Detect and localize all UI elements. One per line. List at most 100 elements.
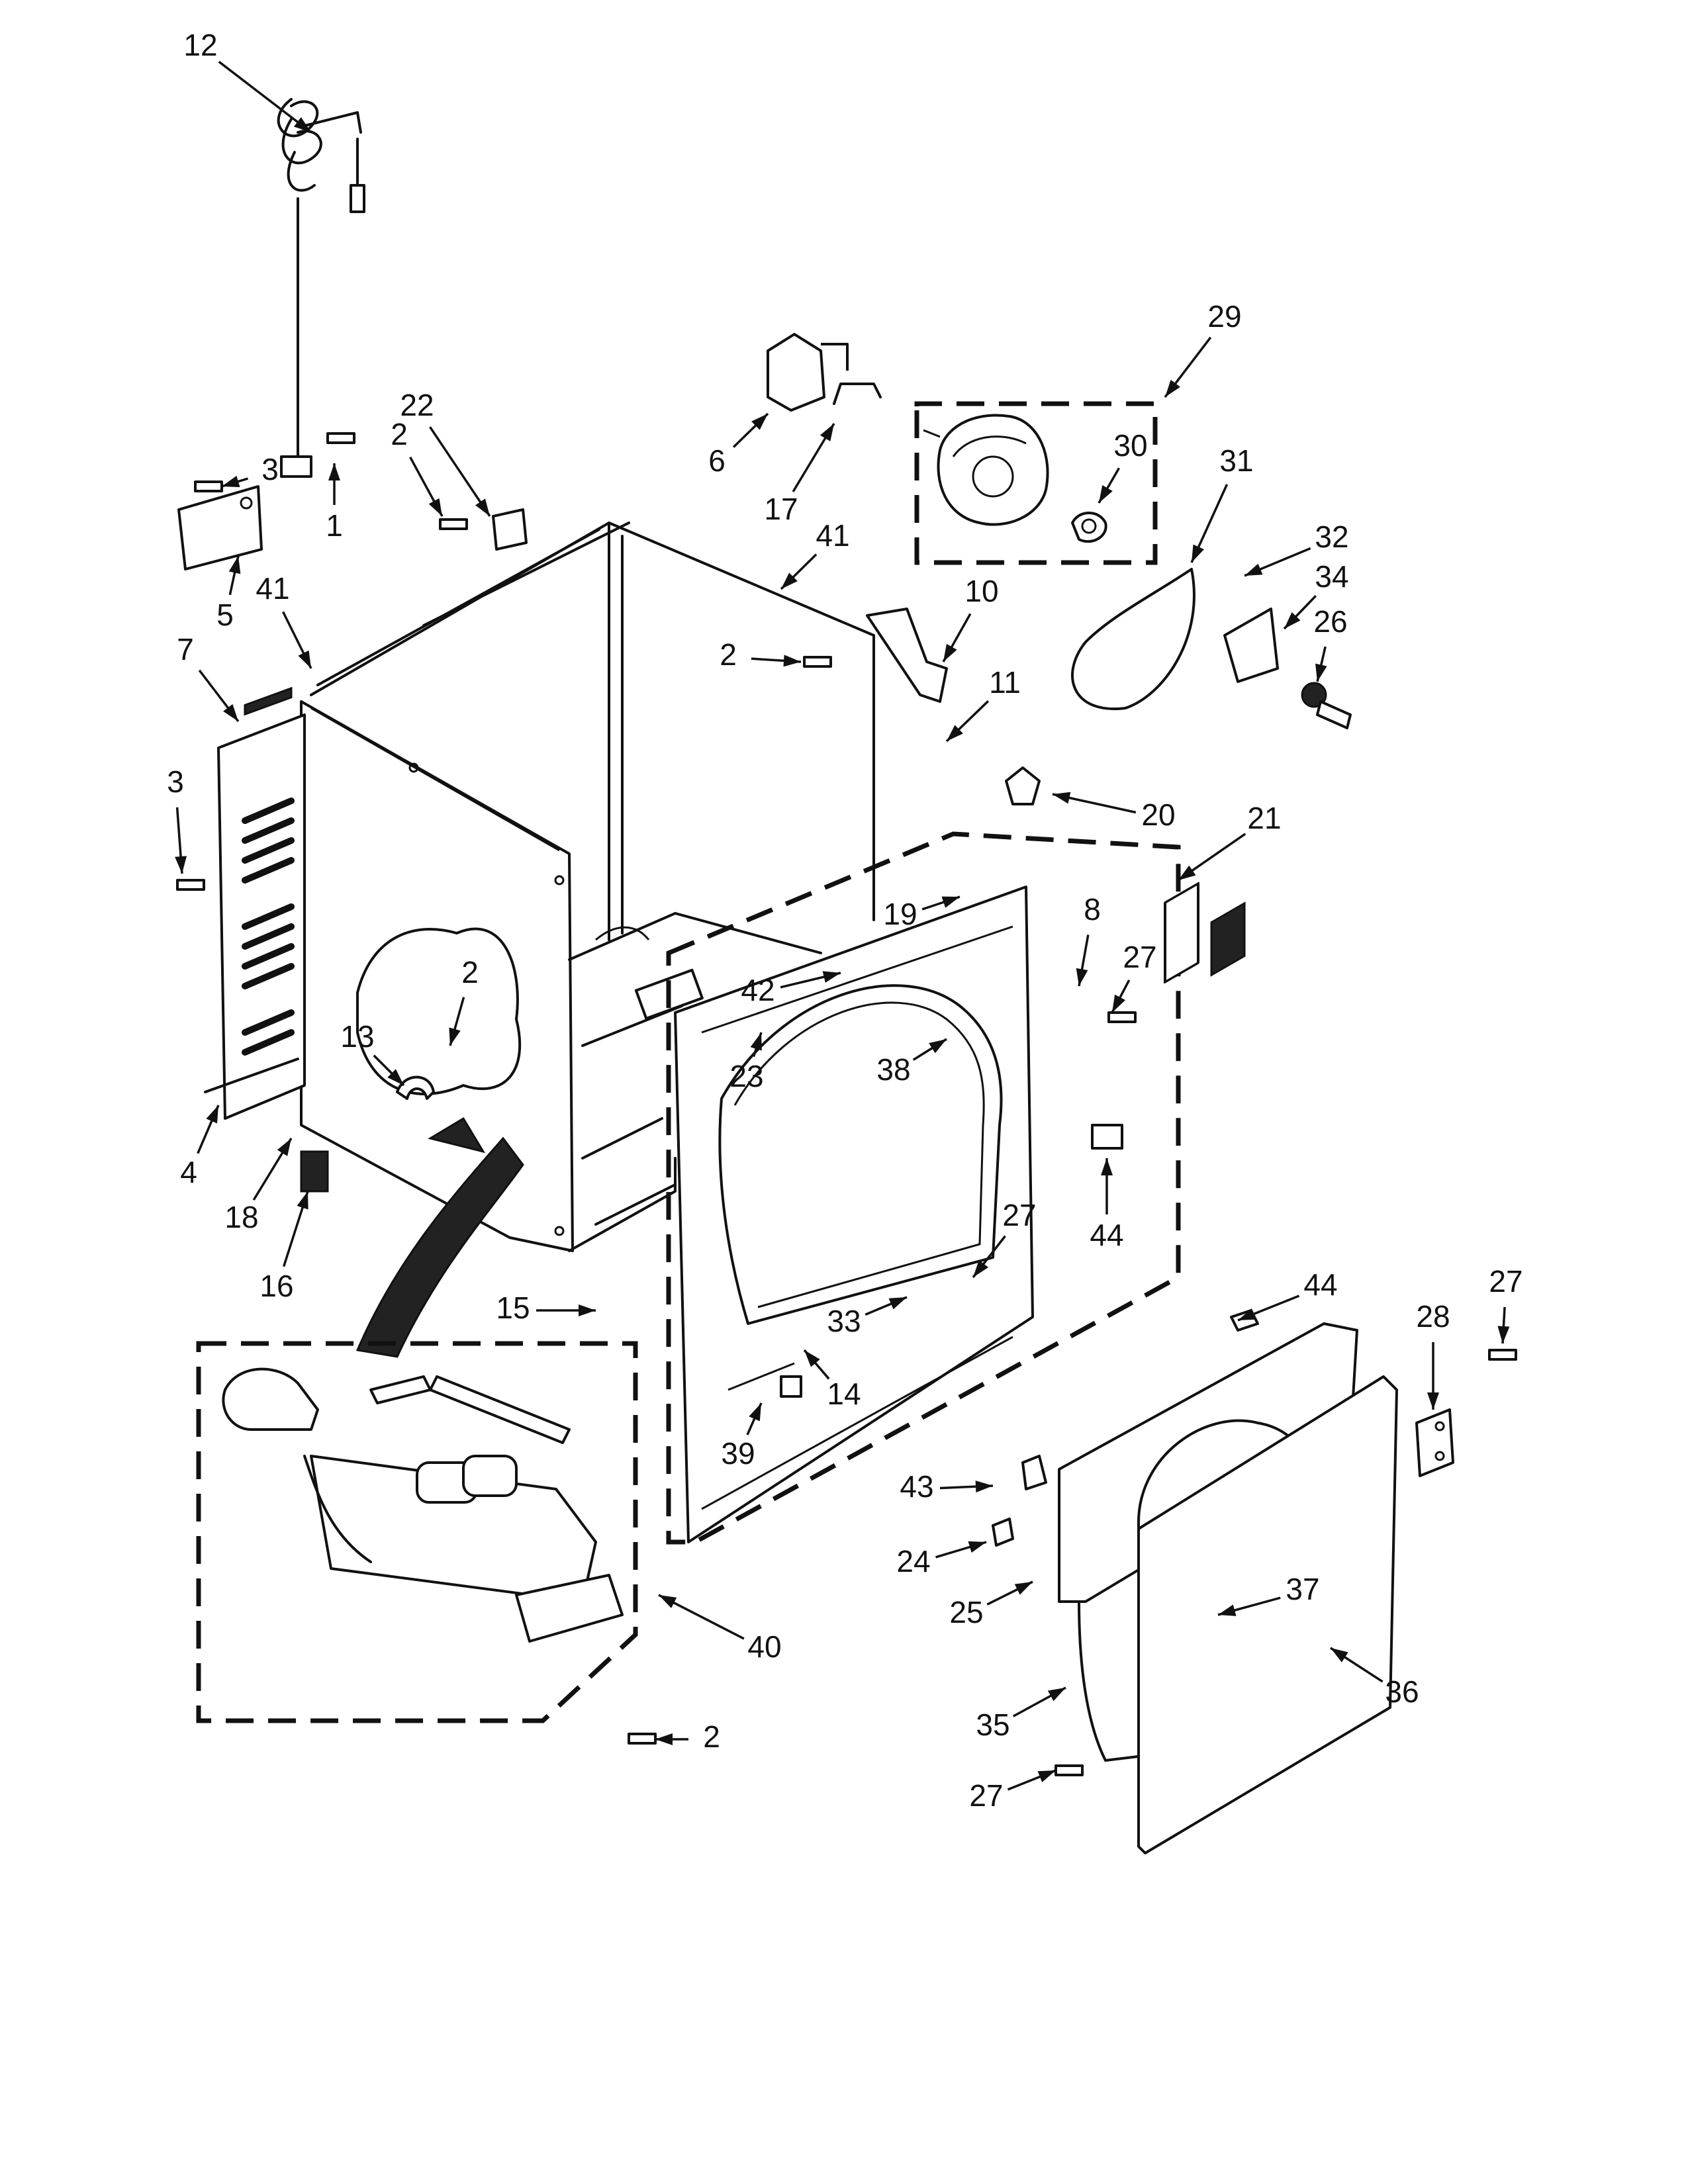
callout-arrowhead [206,1105,218,1124]
callout-arrowhead [223,704,238,721]
callout-number: 40 [747,1629,781,1664]
callout-number: 4 [180,1155,197,1189]
drive-belt-31 [1071,568,1196,711]
callout-arrowhead [783,655,801,667]
callout-number: 36 [1385,1674,1419,1709]
callout-arrowhead [228,556,241,574]
callout-arrowhead [751,414,768,430]
idler-pulley-26-illustration [1301,682,1352,729]
callout-arrowhead [1101,1158,1113,1175]
callout-number: 44 [1090,1218,1123,1252]
callout-arrowhead [328,463,340,480]
callout-number: 6 [708,443,726,478]
burner-assembly-illustration [196,1341,638,1723]
callout-36: 36 [1330,1647,1419,1709]
callout-29: 29 [1164,299,1242,398]
callout-arrowhead [659,1595,677,1608]
callout-number: 42 [741,973,774,1007]
callout-22: 22 [400,388,491,517]
callout-5: 5 [216,555,241,632]
callout-number: 2 [703,1719,720,1754]
callout-27: 27 [969,1769,1056,1813]
callout-arrowhead [973,1259,989,1277]
callout-number: 12 [183,28,217,62]
callout-6: 6 [708,412,769,478]
callout-13: 13 [340,1019,405,1087]
cabinet-illustration [300,522,875,1358]
callout-number: 33 [827,1304,861,1338]
callout-arrowhead [387,1069,404,1085]
callout-arrowhead [822,971,841,983]
callout-arrowhead [1244,563,1263,576]
callout-number: 28 [1416,1299,1450,1334]
callout-arrowhead [1331,1648,1348,1662]
callout-arrowhead [655,1733,673,1745]
callout-24: 24 [896,1541,987,1578]
callout-arrowhead [1192,544,1204,563]
bracket-22-illustration [492,508,528,551]
callout-number: 2 [720,637,737,672]
callout-arrowhead [1218,1604,1237,1616]
callout-number: 5 [216,598,234,632]
callout-arrowhead [820,424,834,441]
callout-33: 33 [827,1296,908,1338]
callout-arrowhead [1099,484,1113,503]
callout-34: 34 [1283,559,1349,630]
callout-7: 7 [177,632,240,723]
callout-arrowhead [1053,792,1071,804]
rear-panel-illustration [217,686,306,1120]
callout-labels: 1222231541732134181661729304110211313234… [167,28,1523,1813]
callout-number: 17 [764,492,798,526]
callout-arrowhead [297,1191,308,1210]
callout-arrowhead [1238,1308,1256,1320]
callout-arrowhead [1037,1770,1056,1783]
callout-number: 15 [496,1291,530,1325]
callout-number: 13 [340,1019,374,1054]
callout-31: 31 [1190,443,1254,563]
glide-20 [1005,766,1041,805]
callout-number: 23 [729,1059,763,1093]
callout-40: 40 [658,1594,782,1664]
callout-20: 20 [1052,792,1176,832]
callout-2: 2 [720,637,802,672]
callout-15: 15 [496,1291,596,1325]
callout-number: 38 [876,1052,910,1087]
callout-leader-line [429,426,491,517]
callout-25: 25 [949,1580,1033,1629]
seal-strip-4 [204,1058,299,1093]
callout-37: 37 [1217,1572,1320,1616]
callout-arrowhead [1165,379,1180,397]
callout-32: 32 [1244,520,1349,577]
callout-arrowhead [298,650,311,668]
callout-number: 31 [1219,443,1253,478]
callout-arrowhead [941,896,960,908]
callout-27: 27 [1489,1264,1523,1344]
badge-44 [1091,1124,1123,1150]
callout-arrowhead [428,498,442,516]
callout-arrowhead [888,1297,907,1310]
callout-42: 42 [741,971,841,1007]
callout-44: 44 [1237,1267,1338,1322]
callout-2: 2 [655,1719,720,1754]
callout-arrowhead [579,1304,596,1316]
callout-arrowhead [1315,663,1327,682]
callout-41: 41 [780,518,850,590]
callout-arrowhead [1178,865,1196,880]
callout-10: 10 [942,574,999,662]
callout-19: 19 [883,895,961,931]
callout-number: 19 [883,897,917,931]
callout-3: 3 [167,764,187,874]
callout-arrowhead [475,498,490,516]
callout-number: 1 [326,508,343,543]
callout-arrowhead [804,1350,820,1367]
callout-30: 30 [1098,428,1148,504]
callout-1: 1 [326,463,343,543]
callout-number: 21 [1247,801,1281,835]
callout-17: 17 [764,423,835,526]
front-panel-illustration [666,831,1181,1545]
callout-arrowhead [1076,968,1088,986]
callout-arrowhead [943,643,957,662]
callout-arrowhead [175,856,187,874]
callout-arrowhead [1284,612,1301,629]
callout-arrowhead [1427,1392,1439,1410]
